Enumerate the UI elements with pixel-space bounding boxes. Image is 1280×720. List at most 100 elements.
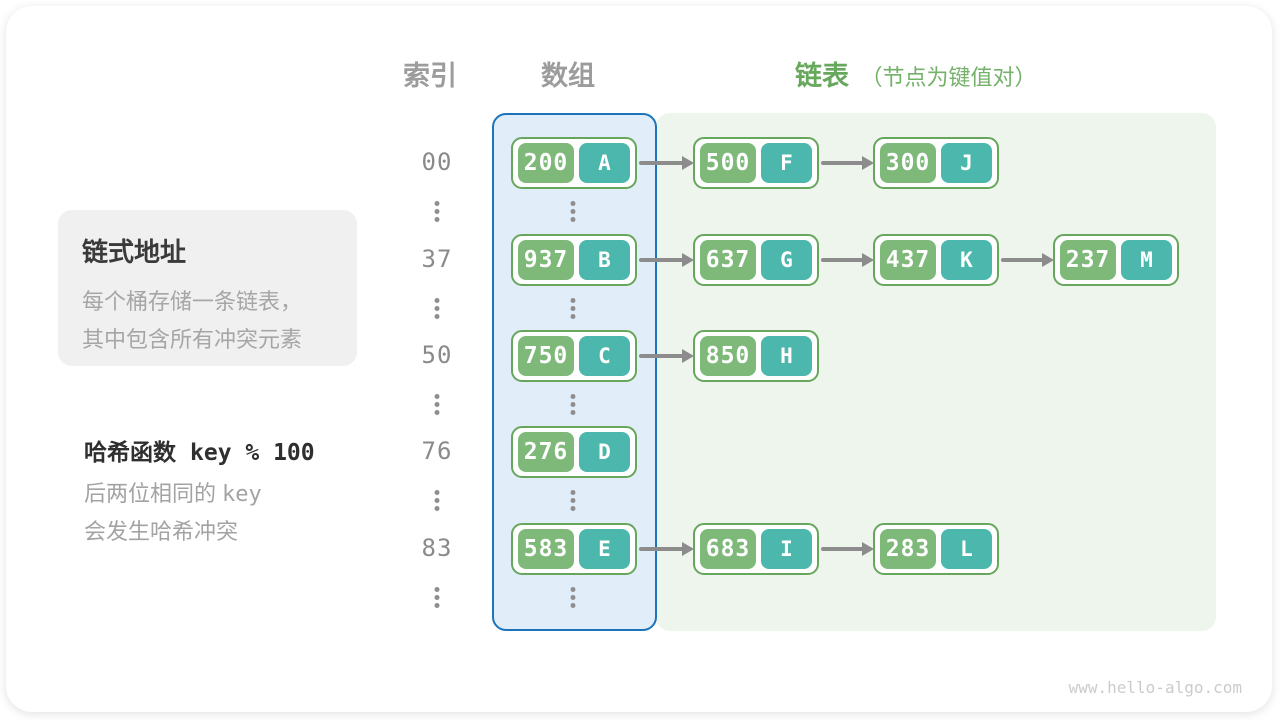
arrow-head-icon (682, 349, 694, 363)
dot (434, 402, 440, 407)
dot (570, 587, 576, 592)
ellipsis-dots (570, 298, 576, 319)
arrow-icon (637, 252, 694, 268)
node-key: 276 (518, 432, 574, 472)
dot (434, 498, 440, 503)
node-key: 750 (518, 336, 574, 376)
node-key: 500 (700, 143, 756, 183)
dot (434, 314, 440, 319)
node-key: 583 (518, 529, 574, 569)
arrow-head-icon (862, 156, 874, 170)
dot (570, 298, 576, 303)
node-key: 683 (700, 529, 756, 569)
column-header-index: 索引 (403, 61, 457, 91)
arrow-head-icon (682, 253, 694, 267)
ellipsis-dots (434, 298, 440, 319)
node-value: F (761, 143, 812, 183)
arrow-line (1001, 258, 1044, 262)
dot (434, 217, 440, 222)
ellipsis-dots (434, 490, 440, 511)
arrow-icon (819, 252, 874, 268)
linked-list-note: （节点为键值对） (860, 65, 1037, 90)
arrow-line (639, 161, 684, 165)
ellipsis-dots (434, 587, 440, 608)
arrow-head-icon (682, 156, 694, 170)
ellipsis-dots (570, 201, 576, 222)
dot (434, 201, 440, 206)
info-box-line: 每个桶存储一条链表， (82, 289, 303, 314)
arrow-icon (637, 348, 694, 364)
node-value: K (941, 240, 992, 280)
dot (434, 587, 440, 592)
node-key: 637 (700, 240, 756, 280)
hash-function-label: 哈希函数 (84, 439, 176, 465)
dot (434, 410, 440, 415)
info-box: 链式地址 每个桶存储一条链表， 其中包含所有冲突元素 (58, 210, 357, 366)
dot (570, 410, 576, 415)
node-value: L (941, 529, 992, 569)
dot (434, 490, 440, 495)
node-key: 300 (880, 143, 936, 183)
node-value: J (941, 143, 992, 183)
dot (570, 209, 576, 214)
dot (434, 306, 440, 311)
dot (434, 595, 440, 600)
node-value: H (761, 336, 812, 376)
dot (434, 506, 440, 511)
column-header-array: 数组 (541, 61, 595, 91)
watermark-url: www.hello-algo.com (1068, 678, 1242, 697)
node-key: 437 (880, 240, 936, 280)
node-value: M (1121, 240, 1172, 280)
node-key: 237 (1060, 240, 1116, 280)
node-value: D (579, 432, 630, 472)
dot (434, 394, 440, 399)
dot (570, 498, 576, 503)
ellipsis-dots (434, 394, 440, 415)
info-box-line: 其中包含所有冲突元素 (82, 327, 303, 352)
dot (570, 595, 576, 600)
arrow-line (821, 547, 864, 551)
arrow-icon (637, 541, 694, 557)
info-box-title: 链式地址 (82, 237, 187, 267)
dot (434, 298, 440, 303)
ellipsis-dots (570, 490, 576, 511)
ellipsis-dots (570, 587, 576, 608)
arrow-line (639, 258, 684, 262)
node-value: I (761, 529, 812, 569)
dot (570, 217, 576, 222)
linked-list-label: 链表 (795, 61, 849, 91)
arrow-icon (637, 155, 694, 171)
arrow-icon (999, 252, 1054, 268)
dot (570, 201, 576, 206)
dot (570, 306, 576, 311)
hash-function-code: key % 100 (190, 440, 315, 466)
dot (570, 603, 576, 608)
arrow-line (639, 354, 684, 358)
arrow-head-icon (862, 253, 874, 267)
ellipsis-dots (570, 394, 576, 415)
hash-note-line: 会发生哈希冲突 (84, 519, 239, 544)
dot (570, 314, 576, 319)
index-label: 50 (421, 341, 453, 369)
node-value: A (579, 143, 630, 183)
arrow-head-icon (1042, 253, 1054, 267)
arrow-icon (819, 541, 874, 557)
arrow-head-icon (862, 542, 874, 556)
node-key: 937 (518, 240, 574, 280)
index-label: 00 (421, 148, 453, 176)
index-label: 83 (421, 534, 453, 562)
index-label: 37 (421, 245, 453, 273)
arrow-line (821, 161, 864, 165)
